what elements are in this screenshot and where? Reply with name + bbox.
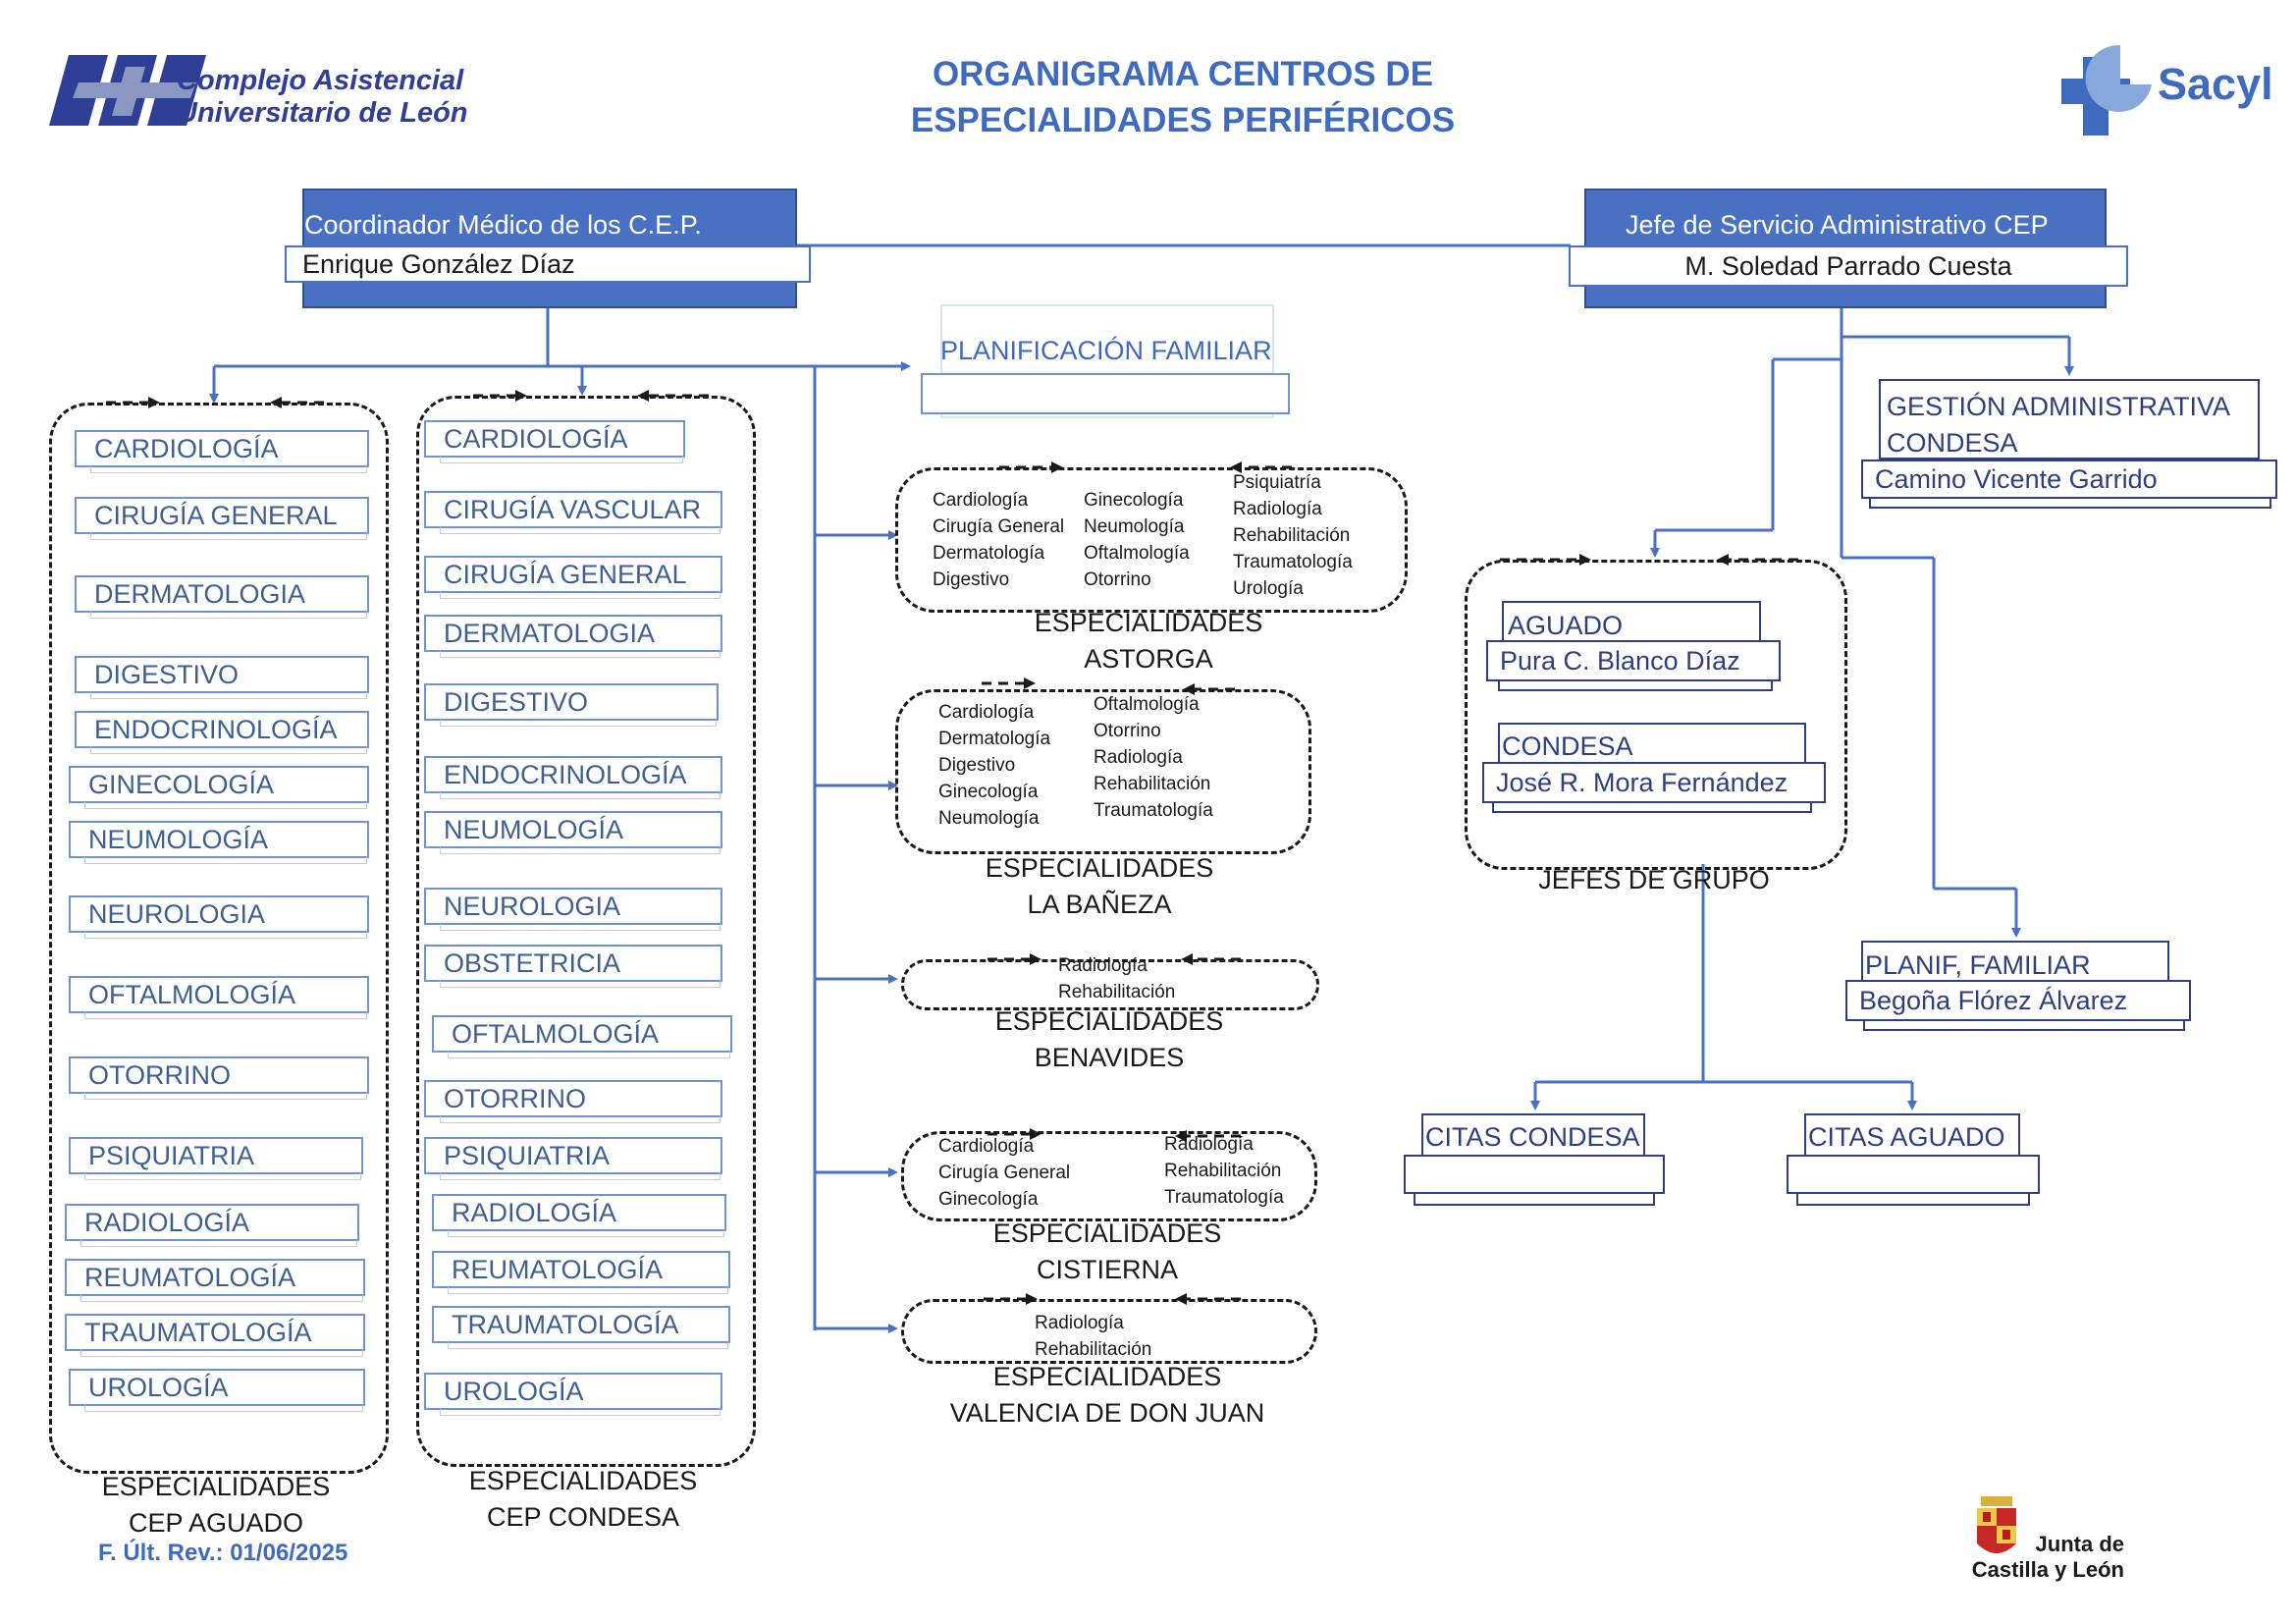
complejo-logo-icon xyxy=(49,55,206,126)
aguado-specialty-item: OFTALMOLOGÍA xyxy=(69,976,369,1019)
planif-name: Begoña Flórez Álvarez xyxy=(1845,980,2191,1021)
aguado-specialty-item: ENDOCRINOLOGÍA xyxy=(75,711,369,754)
condesa-group xyxy=(416,396,756,1467)
benavides-group xyxy=(901,959,1319,1010)
jefes-aguado-title: AGUADO xyxy=(1502,601,1761,644)
jefes-condesa-title: CONDESA xyxy=(1498,723,1806,764)
condesa-specialty-item: DIGESTIVO xyxy=(424,683,719,727)
aguado-specialty-item: NEUROLOGIA xyxy=(69,895,369,939)
valencia-col1: Radiología Rehabilitación xyxy=(1035,1313,1152,1360)
condesa-specialty-item: PSIQUIATRIA xyxy=(424,1137,722,1180)
aguado-specialty-item: CARDIOLOGÍA xyxy=(75,430,369,473)
citas-condesa-box xyxy=(1404,1155,1665,1194)
condesa-specialty-item: OBSTETRICIA xyxy=(424,945,722,988)
condesa-specialty-item: CIRUGÍA VASCULAR xyxy=(424,491,722,534)
planificacion-familiar-label: PLANIFICACIÓN FAMILIAR xyxy=(940,336,1272,365)
sacyl-logo-text: Sacyl xyxy=(2158,59,2273,109)
condesa-specialty-item: REUMATOLOGÍA xyxy=(432,1251,730,1294)
condesa-specialty-item: NEUROLOGIA xyxy=(424,888,722,931)
citas-aguado-title: CITAS AGUADO xyxy=(1804,1113,2020,1157)
astorga-col3: Psiquiatría Radiología Rehabilitación Tr… xyxy=(1233,472,1353,599)
condesa-specialty-item: TRAUMATOLOGÍA xyxy=(432,1306,730,1349)
banezza-group xyxy=(895,689,1311,854)
junta-logo-text: Junta de Castilla y León xyxy=(1971,1532,2124,1582)
sacyl-logo-icon xyxy=(2061,44,2152,135)
citas-aguado-box xyxy=(1787,1155,2040,1194)
aguado-specialty-item: UROLOGÍA xyxy=(69,1369,365,1412)
page-title: ORGANIGRAMA CENTROS DE ESPECIALIDADES PE… xyxy=(910,55,1456,139)
aguado-specialty-item: DIGESTIVO xyxy=(75,656,369,699)
aguado-specialty-item: GINECOLOGÍA xyxy=(69,766,369,809)
jefes-group xyxy=(1465,560,1847,870)
aguado-specialty-item: NEUMOLOGÍA xyxy=(69,821,369,864)
aguado-specialty-item: DERMATOLOGIA xyxy=(75,575,369,619)
junta-shield-icon xyxy=(1977,1496,2016,1553)
coordinator-role: Coordinador Médico de los C.E.P. xyxy=(304,210,702,240)
cistierna-group xyxy=(901,1131,1317,1221)
banezza-col1: Cardiología Dermatología Digestivo Ginec… xyxy=(938,702,1051,829)
astorga-group xyxy=(895,467,1408,613)
complejo-logo-text: Complejo Asistencial Universitario de Le… xyxy=(177,65,468,129)
jefes-condesa-name: José R. Mora Fernández xyxy=(1482,762,1826,803)
admin-head-name: M. Soledad Parrado Cuesta xyxy=(1569,245,2128,287)
aguado-specialty-item: CIRUGÍA GENERAL xyxy=(75,497,369,540)
jefes-aguado-name: Pura C. Blanco Díaz xyxy=(1486,640,1781,681)
aguado-group xyxy=(49,403,389,1474)
aguado-specialty-item: TRAUMATOLOGÍA xyxy=(65,1314,365,1357)
astorga-col2: Ginecología Neumología Oftalmología Otor… xyxy=(1084,490,1190,590)
banezza-col2: Oftalmología Otorrino Radiología Rehabil… xyxy=(1094,694,1213,821)
planif-title: PLANIF, FAMILIAR xyxy=(1861,941,2169,984)
condesa-specialty-item: NEUMOLOGÍA xyxy=(424,811,722,854)
citas-condesa-title: CITAS CONDESA xyxy=(1421,1113,1645,1157)
condesa-specialty-item: OTORRINO xyxy=(424,1080,722,1123)
cistierna-col2: Radiología Rehabilitación Traumatología xyxy=(1164,1134,1284,1208)
aguado-specialty-item: PSIQUIATRIA xyxy=(69,1137,363,1180)
astorga-col1: Cardiología Cirugía General Dermatología… xyxy=(933,490,1065,590)
planificacion-familiar-box xyxy=(921,373,1290,414)
cistierna-col1: Cardiología Cirugía General Ginecología xyxy=(938,1136,1071,1210)
revision-date: F. Últ. Rev.: 01/06/2025 xyxy=(98,1540,348,1566)
condesa-specialty-item: OFTALMOLOGÍA xyxy=(432,1015,732,1058)
aguado-specialty-item: RADIOLOGÍA xyxy=(65,1204,359,1247)
condesa-specialty-item: ENDOCRINOLOGÍA xyxy=(424,756,722,799)
benavides-col1: Radiología Rehabilitación xyxy=(1058,955,1176,1002)
coordinator-name: Enrique González Díaz xyxy=(285,245,811,283)
condesa-specialty-item: UROLOGÍA xyxy=(424,1373,722,1416)
aguado-specialty-item: REUMATOLOGÍA xyxy=(65,1259,365,1302)
condesa-specialty-item: CIRUGÍA GENERAL xyxy=(424,556,722,599)
condesa-specialty-item: DERMATOLOGIA xyxy=(424,615,722,658)
gestion-name: Camino Vicente Garrido xyxy=(1861,460,2277,499)
condesa-specialty-item: RADIOLOGÍA xyxy=(432,1194,726,1237)
condesa-specialty-item: CARDIOLOGÍA xyxy=(424,420,685,463)
valencia-group xyxy=(901,1299,1317,1364)
admin-head-role: Jefe de Servicio Administrativo CEP xyxy=(1626,210,2049,240)
jefes-caption: JEFES DE GRUPO xyxy=(1538,865,1770,894)
aguado-specialty-item: OTORRINO xyxy=(69,1056,369,1100)
